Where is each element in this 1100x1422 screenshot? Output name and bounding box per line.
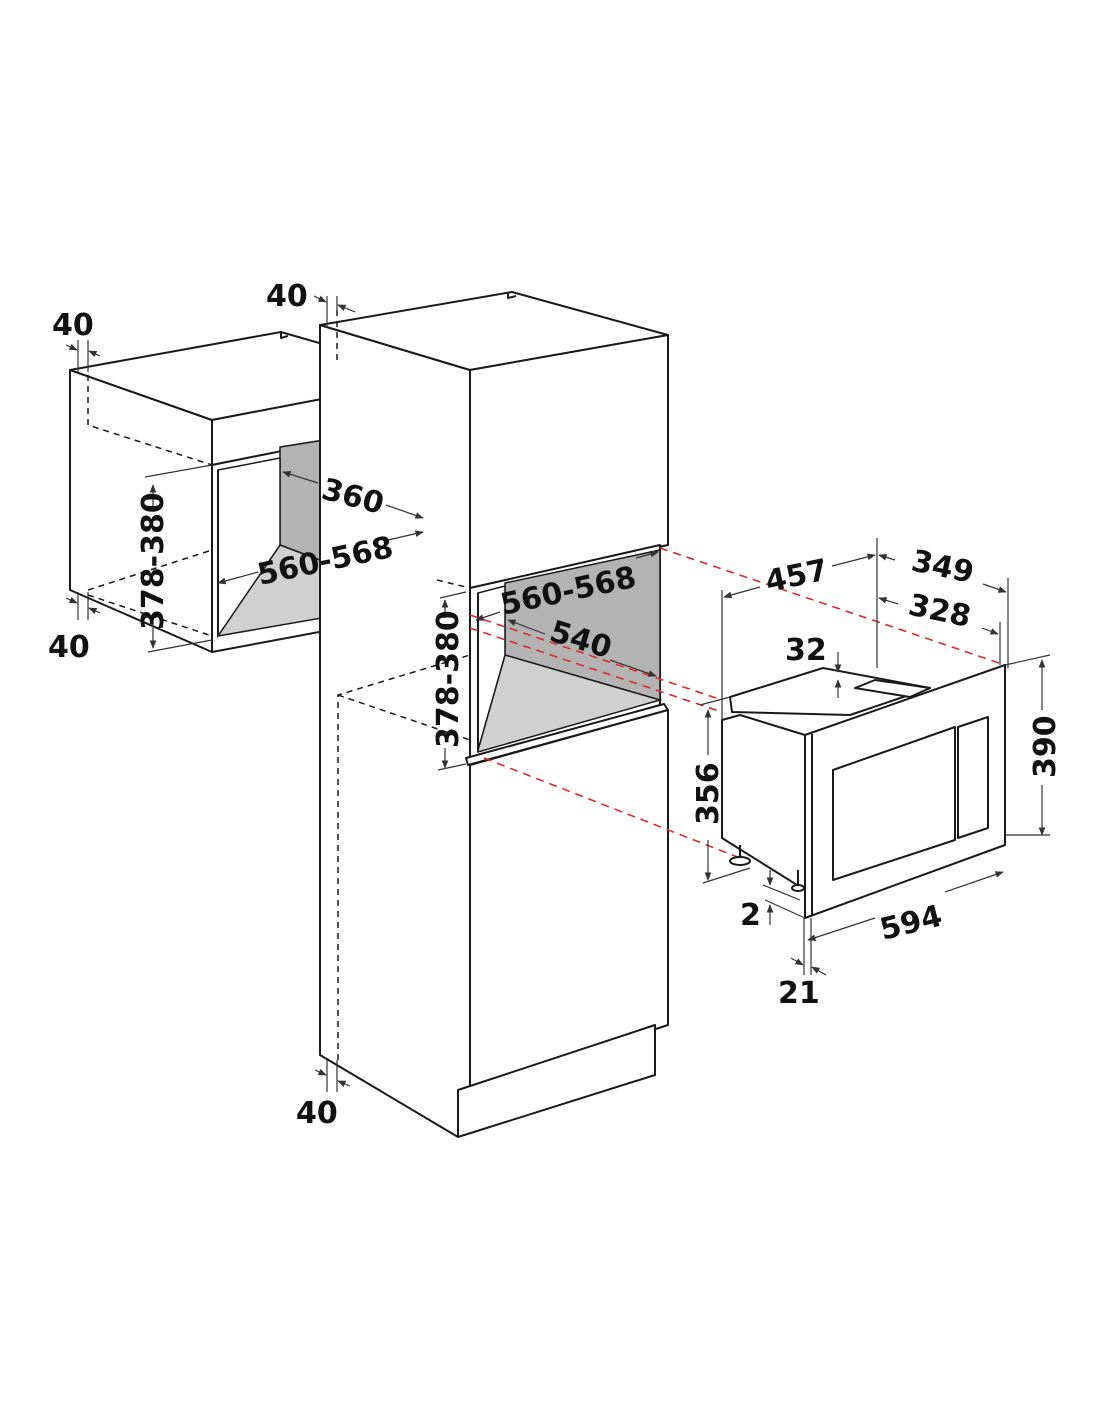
microwave-control-panel <box>957 716 989 839</box>
appliance-top-offset-label: 32 <box>785 633 827 668</box>
tall-gap-bottom-label: 40 <box>296 1096 338 1131</box>
appliance-frame-thickness-label: 21 <box>778 976 820 1011</box>
microwave-appliance <box>721 664 1006 919</box>
wall-height-label: 378-380 <box>136 492 171 630</box>
alignment-guides <box>469 547 1006 859</box>
appliance-foot-clearance-label: 2 <box>740 898 761 933</box>
dimension-lines <box>65 295 1051 1092</box>
microwave-foot <box>729 856 751 866</box>
tall-cabinet-plinth <box>457 1024 656 1138</box>
appliance-depth-outer-label: 349 <box>908 544 977 591</box>
microwave-window <box>832 726 956 881</box>
appliance-depth-inner-label: 328 <box>905 588 974 635</box>
tall-cabinet-upper-front <box>469 334 669 589</box>
wall-gap-top-label: 40 <box>52 308 94 343</box>
tall-cabinet <box>319 291 669 1138</box>
appliance-body-height-label: 356 <box>691 762 726 825</box>
tall-cabinet-lower-front <box>469 709 669 1091</box>
appliance-total-depth-label: 457 <box>762 553 831 600</box>
wall-gap-bottom-label: 40 <box>48 630 90 665</box>
appliance-frame-height-label: 390 <box>1028 715 1063 778</box>
tall-gap-top-label: 40 <box>266 279 308 314</box>
tall-height-label: 378-380 <box>431 610 466 748</box>
appliance-frame-width-label: 594 <box>876 899 945 948</box>
